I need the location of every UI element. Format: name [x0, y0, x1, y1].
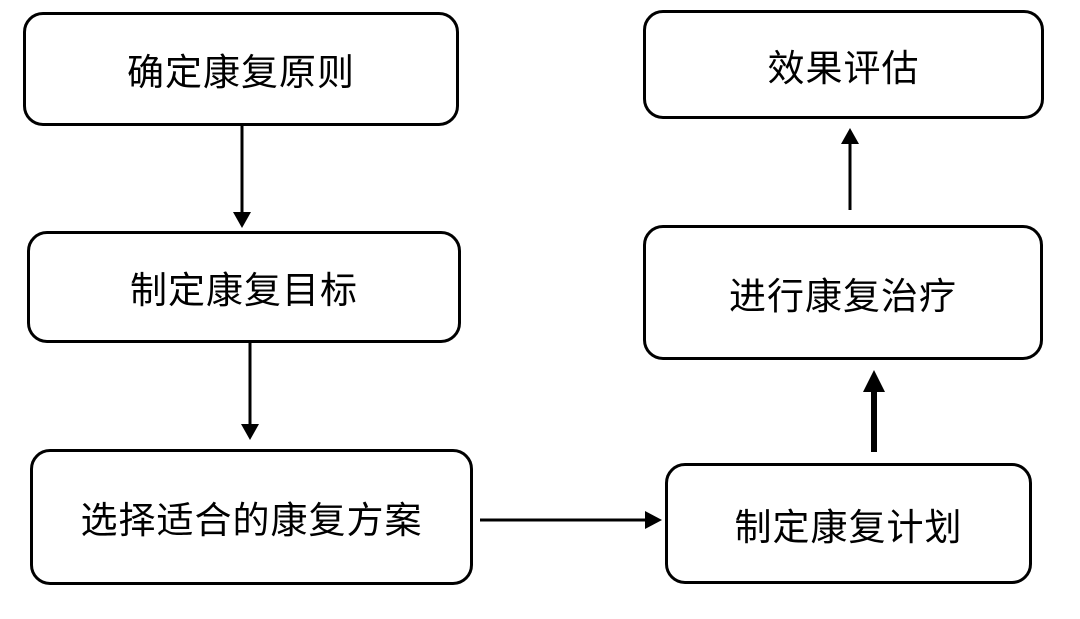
- node-make-plan: 制定康复计划: [665, 463, 1032, 584]
- arrow-treatment-to-evaluation: [841, 128, 859, 210]
- arrow-plan-to-treatment: [863, 370, 885, 452]
- node-label: 选择适合的康复方案: [80, 499, 423, 542]
- arrow-program-to-plan: [480, 511, 662, 529]
- node-label: 效果评估: [767, 46, 920, 90]
- node-label: 制定康复计划: [734, 505, 963, 549]
- node-effect-evaluation: 效果评估: [643, 10, 1044, 119]
- node-conduct-treatment: 进行康复治疗: [643, 225, 1043, 360]
- node-label: 制定康复目标: [130, 269, 358, 312]
- node-determine-principle: 确定康复原则: [23, 12, 459, 126]
- node-label: 进行康复治疗: [729, 274, 957, 318]
- node-set-goal: 制定康复目标: [27, 231, 461, 343]
- arrow-goal-to-program: [241, 343, 259, 440]
- arrow-principle-to-goal: [233, 126, 251, 228]
- node-label: 确定康复原则: [127, 51, 355, 94]
- node-select-program: 选择适合的康复方案: [30, 449, 473, 585]
